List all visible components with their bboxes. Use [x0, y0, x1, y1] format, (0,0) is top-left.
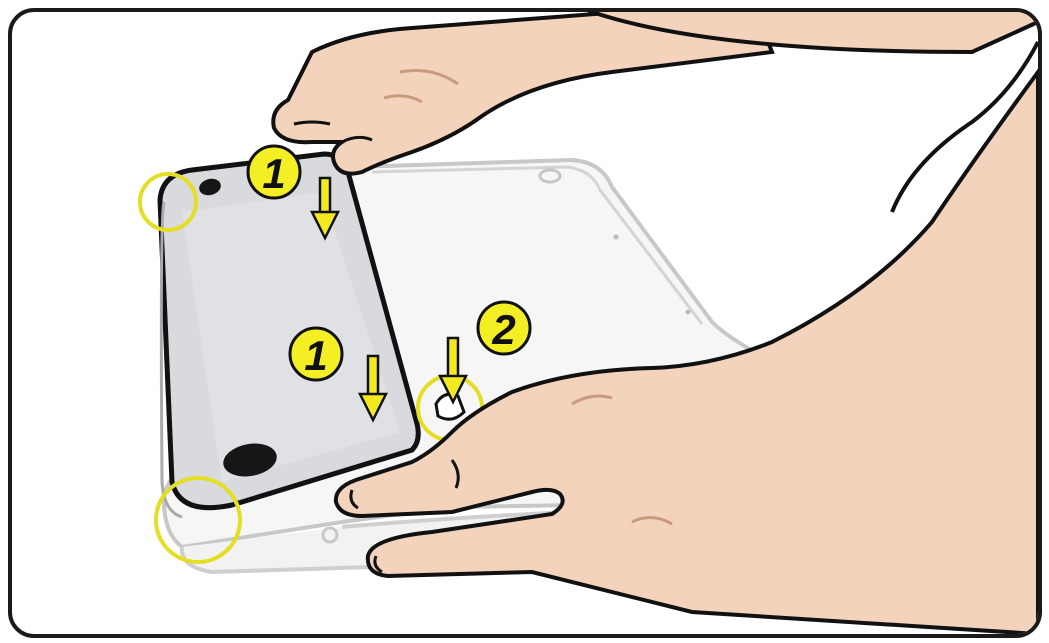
install-illustration: 1 1 2 — [12, 12, 1038, 634]
top-hand — [273, 12, 1038, 174]
callout-label: 1 — [262, 150, 285, 197]
callout-1-middle: 1 — [290, 328, 342, 380]
callout-label: 1 — [304, 332, 327, 379]
callout-1-top: 1 — [248, 146, 300, 198]
callout-label: 2 — [491, 306, 515, 353]
callout-2: 2 — [478, 302, 530, 354]
illustration-frame: 1 1 2 — [8, 8, 1042, 638]
